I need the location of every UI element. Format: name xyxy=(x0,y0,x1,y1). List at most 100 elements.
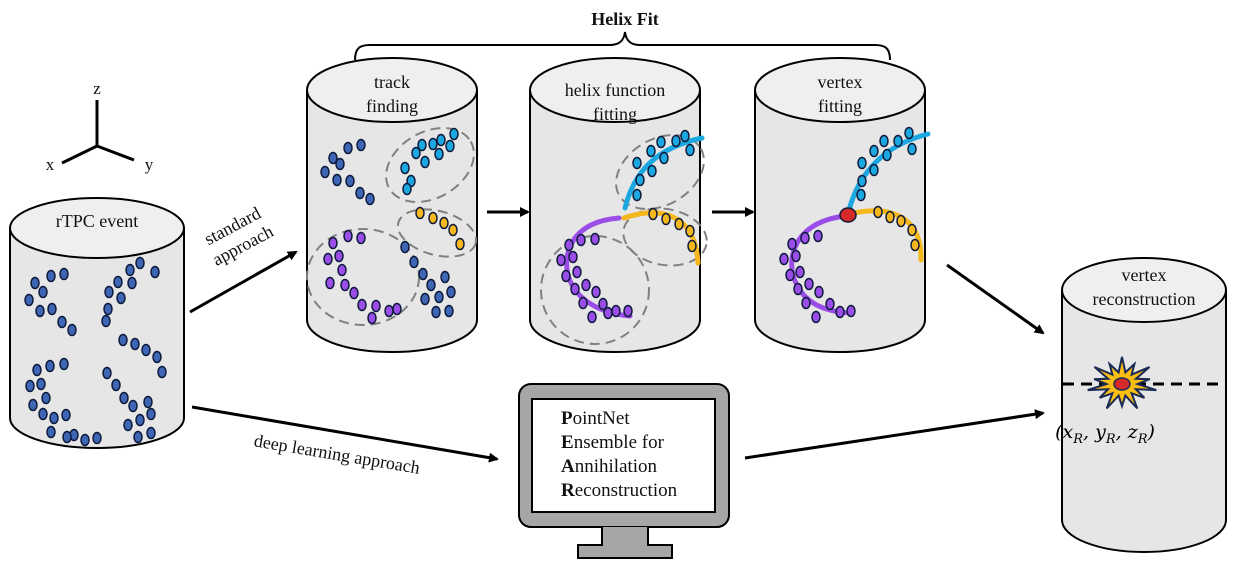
purple-track-hit-dot xyxy=(590,232,600,246)
vertex-fitting-label-line2: fitting xyxy=(818,96,862,116)
z-axis-label: z xyxy=(93,79,101,98)
unassigned-hit-dot xyxy=(332,173,342,187)
purple-track-hit-dot xyxy=(811,310,821,324)
cyan-track-hit-dot xyxy=(671,134,681,148)
cyan-track-hit-dot xyxy=(646,144,656,158)
event-hit-dot xyxy=(25,379,35,393)
track-cluster-outline xyxy=(540,235,650,345)
arrow-vertex-to-reconstruction xyxy=(946,263,1045,335)
deep-learning-approach-label: deep learning approach xyxy=(253,430,422,477)
arrow-pear-to-reconstruction xyxy=(744,409,1045,460)
cyan-helix-fit xyxy=(622,135,705,211)
purple-track-hit-dot xyxy=(611,304,621,318)
cyan-track-hit-dot xyxy=(857,156,867,170)
event-hit-dot xyxy=(130,337,140,351)
cyan-track-hit-dot xyxy=(656,135,666,149)
cylinder-body xyxy=(1061,290,1227,553)
vertex-reconstruction-label-line1: vertex xyxy=(1122,265,1167,285)
event-hit-dot xyxy=(46,269,56,283)
purple-track-hit-dot xyxy=(846,304,856,318)
helix-fit-brace xyxy=(354,31,891,61)
track-cluster-outline xyxy=(615,134,705,211)
cylinder-body xyxy=(9,228,185,449)
cyan-track-hit-dot xyxy=(402,182,412,196)
event-hit-dot xyxy=(119,391,129,405)
cyan-helix-fit xyxy=(845,131,931,217)
purple-track-hit-dot xyxy=(570,282,580,296)
purple-track-hit-dot xyxy=(568,250,578,264)
unassigned-hit-dot xyxy=(444,304,454,318)
event-hit-dot xyxy=(57,315,67,329)
yellow-track-hit-dot xyxy=(415,206,425,220)
event-hit-dot xyxy=(101,314,111,328)
cylinder-top xyxy=(1061,257,1227,323)
yellow-track-hit-dot xyxy=(907,223,917,237)
purple-track-hit-dot xyxy=(340,278,350,292)
purple-track-hit-dot xyxy=(357,298,367,312)
reconstructed-vertex-dot xyxy=(1113,377,1131,391)
event-hit-dot xyxy=(35,304,45,318)
cyan-track-hit-dot xyxy=(659,151,669,165)
unassigned-hit-dot xyxy=(343,141,353,155)
unassigned-hit-dot xyxy=(345,174,355,188)
purple-track-hit-dot xyxy=(576,233,586,247)
cyan-track-hit-dot xyxy=(869,163,879,177)
unassigned-hit-dot xyxy=(355,186,365,200)
event-hit-dot xyxy=(24,293,34,307)
cyan-track-hit-dot xyxy=(449,127,459,141)
cyan-track-hit-dot xyxy=(647,164,657,178)
purple-track-hit-dot xyxy=(598,297,608,311)
purple-track-hit-dot xyxy=(603,306,613,320)
purple-track-hit-dot xyxy=(801,296,811,310)
event-hit-dot xyxy=(59,357,69,371)
unassigned-hit-dot xyxy=(335,157,345,171)
x-axis-label: x xyxy=(46,155,55,174)
vertex-reconstruction-label-line2: reconstruction xyxy=(1093,289,1196,309)
cyan-track-hit-dot xyxy=(907,142,917,156)
purple-track-hit-dot xyxy=(334,249,344,263)
event-hit-dot xyxy=(143,395,153,409)
event-hit-dot xyxy=(150,265,160,279)
event-hit-dot xyxy=(32,363,42,377)
purple-track-hit-dot xyxy=(572,265,582,279)
event-hit-dot xyxy=(46,425,56,439)
unassigned-hit-dot xyxy=(420,292,430,306)
arrow-standard-approach xyxy=(189,250,298,314)
event-hit-dot xyxy=(133,430,143,444)
cylinder-vertex-fitting xyxy=(754,57,931,353)
monitor: PointNet Ensemble for Annihilation Recon… xyxy=(518,383,730,559)
purple-track-hit-dot xyxy=(564,238,574,252)
track-finding-label-line2: finding xyxy=(366,96,418,116)
event-hit-dot xyxy=(59,267,69,281)
purple-track-hit-dot xyxy=(556,253,566,267)
yellow-track-hit-dot xyxy=(674,217,684,231)
yellow-track-hit-dot xyxy=(455,237,465,251)
purple-track-hit-dot xyxy=(384,304,394,318)
purple-track-hit-dot xyxy=(785,268,795,282)
purple-track-hit-dot xyxy=(367,311,377,325)
event-hit-dot xyxy=(38,407,48,421)
cyan-track-hit-dot xyxy=(436,133,446,147)
pear-line-4: Reconstruction xyxy=(561,480,678,501)
purple-track-hit-dot xyxy=(325,276,335,290)
purple-track-hit-dot xyxy=(356,231,366,245)
cylinder-vertex-reconstruction xyxy=(1061,257,1227,553)
purple-track-hit-dot xyxy=(791,249,801,263)
helix-fitting-label-line1: helix function xyxy=(565,80,665,100)
yellow-track-hit-dot xyxy=(661,212,671,226)
cyan-track-hit-dot xyxy=(635,173,645,187)
event-hit-dot xyxy=(146,426,156,440)
yellow-track-hit-dot xyxy=(910,238,920,252)
event-hit-dot xyxy=(36,377,46,391)
purple-track-hit-dot xyxy=(793,282,803,296)
axis-triad: z x y xyxy=(46,79,154,174)
event-hit-dot xyxy=(28,398,38,412)
unassigned-hit-dot xyxy=(328,151,338,165)
yellow-track-hit-dot xyxy=(448,223,458,237)
cylinder-rtpc-event xyxy=(9,197,185,449)
yellow-track-hit-dot xyxy=(885,210,895,224)
y-axis-line xyxy=(96,144,135,162)
cyan-track-hit-dot xyxy=(417,138,427,152)
purple-track-hit-dot xyxy=(591,285,601,299)
event-hit-dot xyxy=(123,418,133,432)
